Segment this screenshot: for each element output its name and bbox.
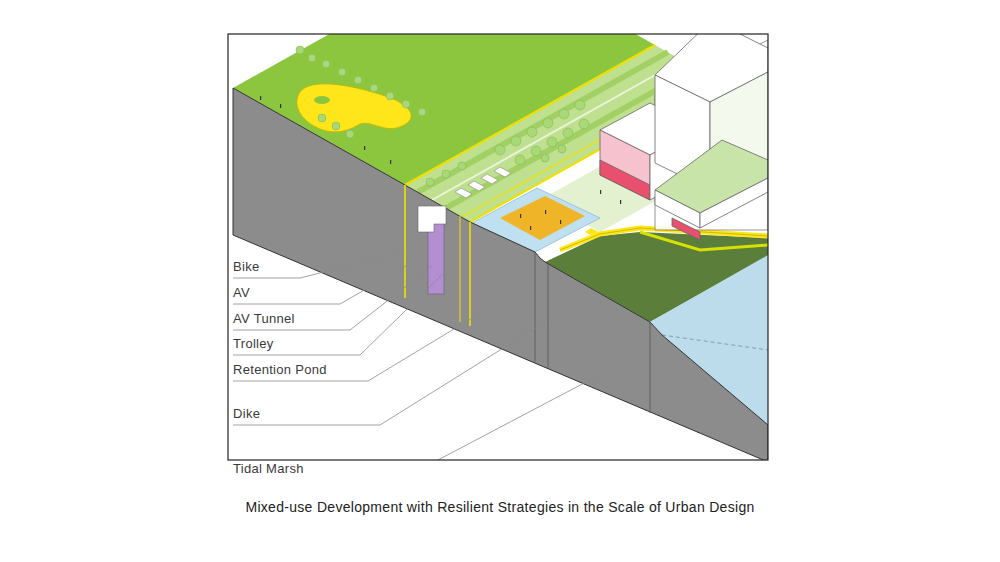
- part-label: Tidal Marsh: [233, 461, 304, 477]
- part-label: Trolley: [233, 336, 274, 352]
- plaza: [500, 196, 585, 240]
- pavilion: [297, 84, 411, 132]
- caption: Mixed-use Development with Resilient Str…: [245, 498, 754, 516]
- leader-lines: [233, 252, 605, 460]
- part-label: Retention Pond: [233, 362, 327, 378]
- part-label: AV: [233, 285, 250, 301]
- frame: [228, 34, 768, 460]
- buildings: [600, 34, 768, 240]
- av-cars: [455, 167, 511, 198]
- part-label: AV Tunnel: [233, 311, 295, 327]
- section-face: [233, 88, 768, 460]
- part-label: Dike: [233, 406, 260, 422]
- part-label: Bike: [233, 259, 260, 275]
